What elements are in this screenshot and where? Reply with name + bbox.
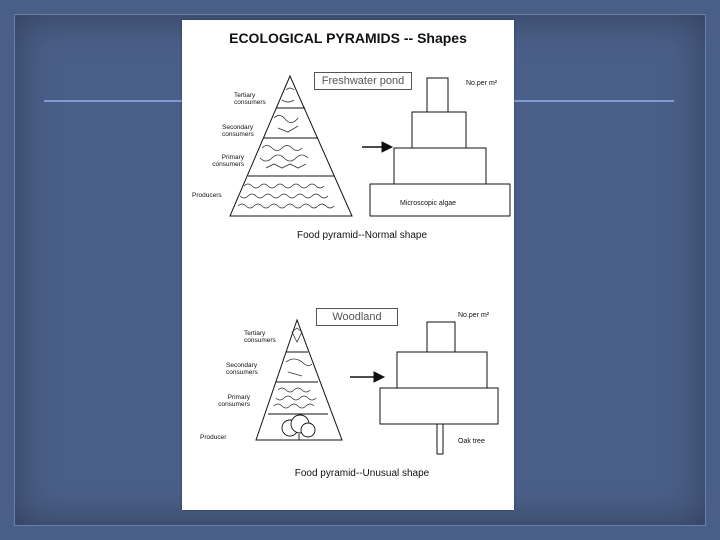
bottom-secondary-label: Secondary consumers (226, 362, 272, 376)
bottom-caption: Food pyramid--Unusual shape (272, 468, 452, 479)
top-primary-label: Primary consumers (202, 154, 244, 168)
bottom-unit-label: No.per m² (458, 312, 489, 319)
bottom-primary-label: Primary consumers (206, 394, 250, 408)
freshwater-pond-tag: Freshwater pond (314, 72, 412, 90)
top-unit-label: No.per m² (466, 80, 497, 87)
bottom-arrow (350, 372, 384, 382)
top-tertiary-label: Tertiary consumers (234, 92, 274, 106)
bottom-number-pyramid (380, 322, 498, 454)
bottom-producer-label: Producer (200, 434, 244, 441)
top-caption: Food pyramid--Normal shape (272, 230, 452, 241)
bottom-tree-icon (282, 415, 315, 440)
top-arrow (362, 142, 392, 152)
bottom-tertiary-label: Tertiary consumers (244, 330, 284, 344)
top-secondary-label: Secondary consumers (222, 124, 266, 138)
bottom-base-label: Oak tree (458, 438, 485, 445)
woodland-tag: Woodland (316, 308, 398, 326)
top-producers-label: Producers (192, 192, 236, 199)
figure-card: ECOLOGICAL PYRAMIDS -- Shapes (182, 20, 514, 510)
top-base-label: Microscopic algae (400, 200, 456, 207)
top-organism-texture (238, 88, 334, 208)
